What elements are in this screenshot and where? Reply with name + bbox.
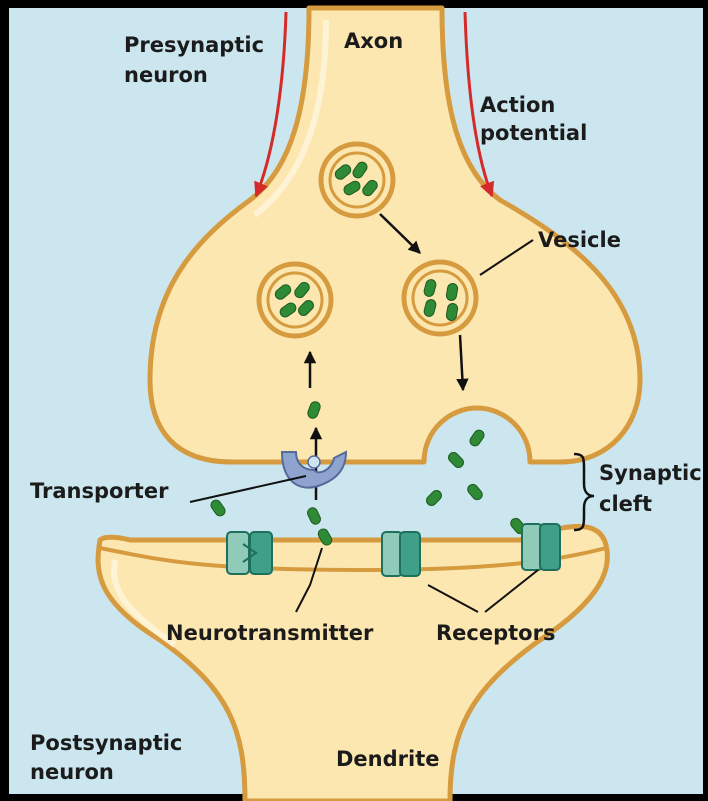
receptor-middle [382,532,420,576]
label-transporter: Transporter [30,479,169,503]
vesicle-left [259,264,331,336]
label-axon: Axon [344,29,403,53]
label-postsynaptic-line2: neuron [30,760,114,784]
label-dendrite: Dendrite [336,747,440,771]
label-receptors: Receptors [436,621,555,645]
vesicle-right [404,262,476,334]
label-synaptic-cleft-line2: cleft [599,492,652,516]
label-action-potential-line2: potential [480,121,587,145]
label-presynaptic-line1: Presynaptic [124,33,264,57]
vesicle-top [321,144,393,216]
label-neurotransmitter: Neurotransmitter [166,621,374,645]
receptor-left [227,532,272,574]
label-postsynaptic-line1: Postsynaptic [30,731,182,755]
label-synaptic-cleft-line1: Synaptic [599,461,702,485]
label-vesicle: Vesicle [538,228,621,252]
label-action-potential-line1: Action [480,93,555,117]
label-presynaptic-line2: neuron [124,63,208,87]
receptor-right [522,524,560,570]
